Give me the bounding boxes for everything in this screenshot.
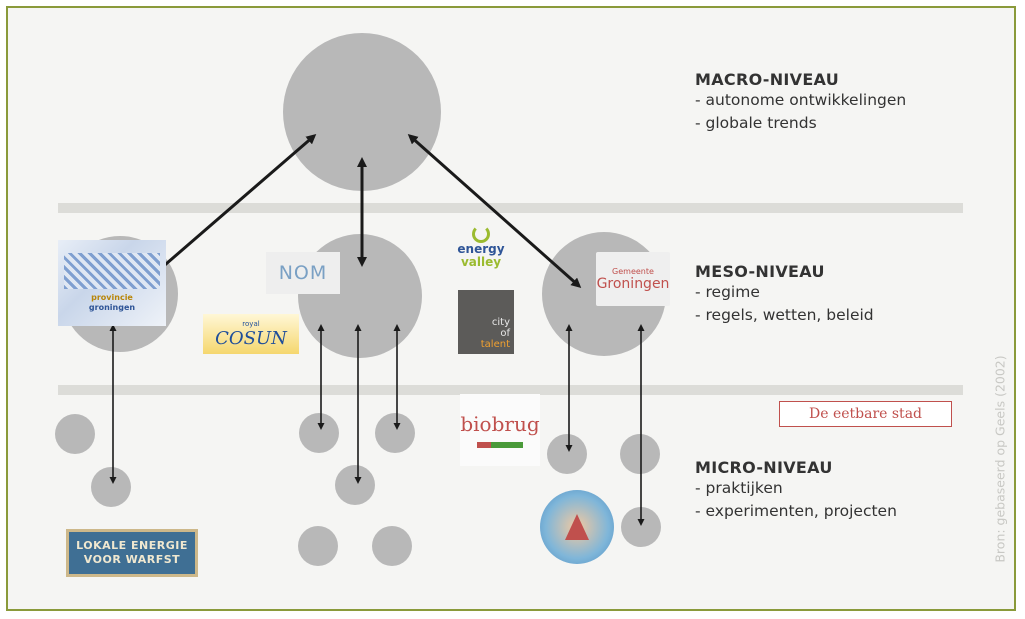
meso-micro-separator	[58, 385, 963, 395]
biobrug-logo: biobrug	[460, 394, 540, 466]
arrow-macro-meso-1	[141, 134, 317, 285]
macro-node	[283, 33, 441, 191]
macro-level-item: - autonome ontwikkelingen	[695, 91, 907, 109]
micro-node	[547, 434, 587, 474]
micro-node	[91, 467, 131, 507]
royal-cosun-logo: royal COSUN	[203, 314, 299, 354]
nom-logo: NOM	[266, 252, 340, 294]
city-of-talent-line3: talent	[480, 339, 510, 350]
micro-level-text: MICRO-NIVEAU - praktijken - experimenten…	[695, 458, 897, 523]
micro-node	[55, 414, 95, 454]
city-of-talent-line1: city	[491, 317, 510, 328]
source-note: Bron: gebaseerd op Geels (2002)	[992, 330, 1008, 588]
provincie-groningen-logo: provincie groningen	[58, 240, 166, 326]
eetbare-stad-label: De eetbare stad	[779, 401, 952, 427]
micro-node	[335, 465, 375, 505]
micro-node	[298, 526, 338, 566]
micro-node	[621, 507, 661, 547]
cosun-logo-main: COSUN	[215, 327, 287, 349]
macro-level-title: MACRO-NIVEAU	[695, 70, 840, 89]
meso-level-title: MESO-NIVEAU	[695, 262, 825, 281]
biobrug-logo-text: biobrug	[460, 412, 540, 436]
micro-level-title: MICRO-NIVEAU	[695, 458, 833, 477]
provincie-logo-line2: groningen	[88, 303, 136, 312]
nom-logo-text: NOM	[278, 262, 328, 284]
arrow-macro-meso-3	[407, 134, 582, 288]
meso-level-item: - regime	[695, 283, 760, 301]
macro-meso-separator	[58, 203, 963, 213]
city-of-talent-line2: of	[500, 328, 510, 339]
micro-level-item: - praktijken	[695, 479, 783, 497]
lokale-energie-line1: LOKALE ENERGIE	[76, 539, 188, 552]
provincie-logo-line1: provincie	[91, 293, 133, 302]
city-of-talent-logo: city of talent	[458, 290, 514, 354]
meso-level-text: MESO-NIVEAU - regime - regels, wetten, b…	[695, 262, 874, 327]
macro-level-item: - globale trends	[695, 114, 817, 132]
micro-level-item: - experimenten, projecten	[695, 502, 897, 520]
diagram-frame: MACRO-NIVEAU - autonome ontwikkelingen -…	[6, 6, 1016, 611]
groningen-logo-small: Gemeente	[612, 266, 654, 276]
groningen-logo-main: Groningen	[596, 275, 670, 292]
gemeente-groningen-logo: Gemeente Groningen	[596, 252, 670, 306]
cosun-logo-small: royal	[242, 319, 260, 328]
micro-node	[299, 413, 339, 453]
energy-valley-line1: energy	[457, 242, 505, 256]
micro-node	[372, 526, 412, 566]
lokale-energie-logo: LOKALE ENERGIE VOOR WARFST	[66, 529, 198, 577]
macro-level-text: MACRO-NIVEAU - autonome ontwikkelingen -…	[695, 70, 906, 135]
meso-level-item: - regels, wetten, beleid	[695, 306, 874, 324]
community-badge-logo	[540, 490, 614, 564]
lokale-energie-line2: VOOR WARFST	[83, 553, 181, 566]
source-note-text: Bron: gebaseerd op Geels (2002)	[992, 355, 1008, 563]
micro-node	[620, 434, 660, 474]
energy-valley-line2: valley	[460, 255, 502, 269]
energy-valley-logo: energy valley	[448, 222, 514, 272]
micro-node	[375, 413, 415, 453]
